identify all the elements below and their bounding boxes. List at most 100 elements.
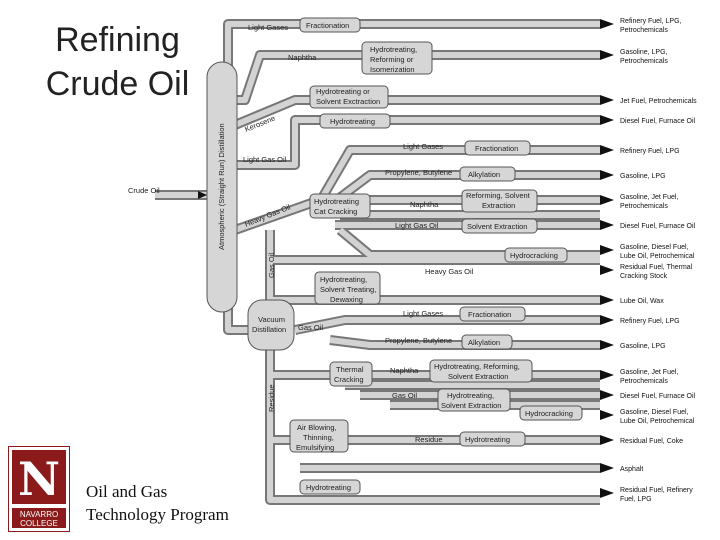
alkylation-box (459, 166, 516, 182)
product-label: Gasoline, Diesel Fuel,Lube Oil, Petroche… (620, 409, 695, 425)
vacuum-distillation-vessel (247, 299, 295, 351)
alkylation-label: Alkylation (468, 170, 500, 179)
hydro-cat-line-1: Hydrotreating (314, 197, 359, 206)
air-blowing-line-1: Air Blowing, (297, 423, 337, 432)
hydrotreating-solvent-box (309, 85, 389, 109)
hydrocracking-box (504, 247, 568, 263)
light-gases-3-label: Light Gases (403, 309, 443, 318)
hydro-cat-line-2: Cat Cracking (314, 207, 357, 216)
logo-line-1: NAVARRO (20, 510, 58, 519)
air-blowing-line-3: Emulsifying (296, 443, 334, 452)
air-blowing-line-2: Thinning, (303, 433, 334, 442)
hydrocracking-2-label: Hydrocracking (525, 409, 573, 418)
product-arrow (600, 220, 614, 230)
propylene-butylene-label: Propylene, Butylene (385, 168, 452, 177)
product-label: Gasoline, Jet Fuel,Petrochemicals (620, 369, 678, 385)
product-label: Diesel Fuel, Furnace Oil (620, 118, 696, 125)
hydrotreating-3-label: Hydrotreating (306, 483, 351, 492)
hydrotreating-reforming-box (361, 41, 433, 75)
solvent-extraction-box (461, 218, 538, 234)
product-arrow (600, 295, 614, 305)
product-label: Gasoline, Jet Fuel,Petrochemicals (620, 194, 678, 210)
fractionation-label: Fractionation (306, 21, 349, 30)
residue-label: Residue (415, 435, 443, 444)
naphtha-3-label: Naphtha (390, 366, 419, 375)
product-arrow (600, 488, 614, 498)
hydrotreating-box (319, 113, 391, 129)
logo-line-2: COLLEGE (20, 519, 58, 528)
product-arrow (600, 410, 614, 420)
fractionation-3-box (459, 306, 526, 322)
product-label: Lube Oil, Wax (620, 298, 664, 305)
product-arrow (600, 19, 614, 29)
thermal-line-2: Cracking (334, 375, 364, 384)
hydrotreating-reforming-2-box (429, 359, 533, 383)
product-label: Residual Fuel, Coke (620, 438, 683, 445)
fractionation-2-label: Fractionation (475, 144, 518, 153)
hydrocracking-label: Hydrocracking (510, 251, 558, 260)
logo-letter: N (18, 452, 60, 506)
footer-line-1: Oil and Gas (86, 482, 168, 501)
slide-title-line-1: Refining (55, 21, 180, 59)
crude-oil-arrow (198, 191, 207, 199)
gas-oil-label: Gas Oil (298, 323, 323, 332)
light-gases-2-label: Light Gases (403, 142, 443, 151)
product-arrow (600, 50, 614, 60)
vacuum-line-2: Distillation (252, 325, 286, 334)
product-label: Refinery Fuel, LPG (620, 318, 680, 325)
hydrotreating-label: Hydrotreating (330, 117, 375, 126)
naphtha-label: Naphtha (288, 53, 317, 62)
naphtha-2-label: Naphtha (410, 200, 439, 209)
hydro-solvent-line-1: Hydrotreating or (316, 87, 370, 96)
solvent-extraction-label: Solvent Extraction (467, 222, 527, 231)
navarro-college-logo: N NAVARRO COLLEGE (8, 446, 70, 532)
product-arrow (600, 315, 614, 325)
product-label: Jet Fuel, Petrochemicals (620, 98, 697, 105)
footer-text: Oil and Gas Technology Program (86, 480, 229, 526)
product-arrow (600, 195, 614, 205)
product-label: Asphalt (620, 466, 643, 473)
hydro-reform-line-3: Isomerization (370, 65, 415, 74)
hydro-dewax-line-1: Hydrotreating, (320, 275, 367, 284)
hydrotreating-solvent-2-box (437, 388, 511, 412)
hydro-reform-2-line-2: Solvent Extraction (448, 372, 508, 381)
alkylation-2-box (461, 334, 513, 350)
hydro-reform-2-line-1: Hydrotreating, Reforming, (434, 362, 520, 371)
product-arrow (600, 340, 614, 350)
heavy-gas-oil-2-label: Heavy Gas Oil (425, 267, 474, 276)
gas-oil-2-label: Gas Oil (392, 391, 417, 400)
slide-title: Refining Crude Oil (30, 18, 205, 106)
slide-title-line-2: Crude Oil (45, 65, 190, 103)
product-label: Diesel Fuel, Furnace Oil (620, 223, 696, 230)
product-label: Refinery Fuel, LPG,Petrochemicals (620, 18, 682, 34)
thermal-cracking-box (329, 361, 373, 387)
fractionation-2-box (464, 140, 531, 156)
alkylation-2-label: Alkylation (468, 338, 500, 347)
product-label: Gasoline, LPG (620, 173, 666, 180)
product-arrow (600, 370, 614, 380)
product-arrow (600, 170, 614, 180)
hydrotreating-dewaxing-box (314, 271, 381, 305)
fractionation-3-label: Fractionation (468, 310, 511, 319)
product-arrow (600, 145, 614, 155)
atmospheric-distillation-column (206, 61, 238, 313)
column-label: Atmospheric (Straight Run) Distillation (217, 123, 226, 250)
product-outputs: Refinery Fuel, LPG,PetrochemicalsGasolin… (600, 18, 697, 503)
hydrotreating-cat-cracking-box (309, 193, 371, 219)
light-gas-oil-label: Light Gas Oil (243, 155, 287, 164)
hydro-solvent-2-line-2: Solvent Extraction (441, 401, 501, 410)
product-arrow (600, 390, 614, 400)
product-arrow (600, 115, 614, 125)
product-label: Gasoline, Diesel Fuel,Lube Oil, Petroche… (620, 244, 695, 260)
hydrotreating-3-box (299, 479, 361, 495)
propylene-butylene-2-label: Propylene, Butylene (385, 336, 452, 345)
hydro-reform-line-2: Reforming or (370, 55, 414, 64)
product-label: Gasoline, LPG,Petrochemicals (620, 49, 668, 65)
fractionation-box (299, 17, 361, 33)
product-label: Gasoline, LPG (620, 343, 666, 350)
product-arrow (600, 463, 614, 473)
reform-solvent-line-1: Reforming, Solvent (466, 191, 531, 200)
product-label: Diesel Fuel, Furnace Oil (620, 393, 696, 400)
footer-line-2: Technology Program (86, 505, 229, 524)
